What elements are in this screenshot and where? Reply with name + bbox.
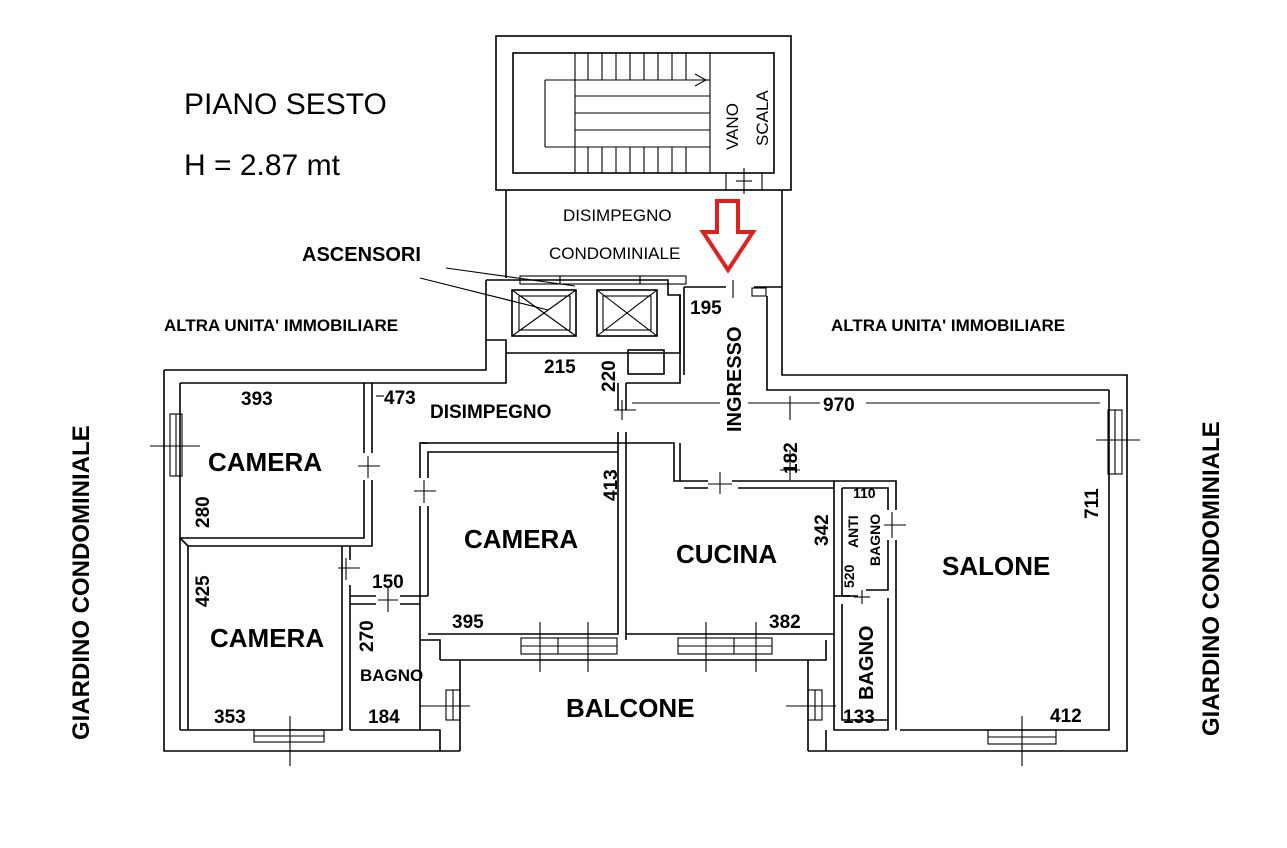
stairwell: VANO SCALA — [495, 35, 792, 194]
antibagno-label-2: BAGNO — [867, 514, 883, 566]
dimension-labels: 195 215 220 393 473 970 182 280 413 342 … — [193, 298, 1103, 728]
dim-382: 382 — [769, 612, 801, 633]
dim-150: 150 — [372, 572, 404, 593]
hallway-label-2: CONDOMINIALE — [549, 244, 680, 263]
elevators: ASCENSORI — [302, 244, 687, 375]
plan-title: PIANO SESTO — [184, 88, 387, 121]
dim-342: 342 — [812, 514, 833, 546]
dim-711: 711 — [1082, 488, 1103, 519]
dim-110: 110 — [853, 485, 876, 501]
elevators-label: ASCENSORI — [302, 244, 421, 266]
hallway-label-1: DISIMPEGNO — [563, 206, 672, 225]
dim-425: 425 — [193, 575, 214, 607]
plan-height: H = 2.87 mt — [184, 149, 341, 182]
entrance-label: INGRESSO — [724, 326, 746, 432]
room-bath-right: BAGNO — [856, 626, 878, 700]
dim-270: 270 — [357, 620, 378, 652]
dim-520: 520 — [841, 564, 857, 588]
dim-220: 220 — [599, 360, 620, 392]
stair-label-vano: VANO — [723, 103, 742, 150]
corridor-label: DISIMPEGNO — [430, 402, 551, 423]
dim-182: 182 — [781, 442, 802, 474]
antibagno-label-1: ANTI — [845, 515, 861, 548]
dim-195: 195 — [690, 298, 722, 319]
apartment-outline — [163, 280, 1128, 752]
garden-left-label: GIARDINO CONDOMINIALE — [68, 425, 95, 740]
dim-395: 395 — [452, 612, 484, 633]
room-camera-bottom-left: CAMERA — [210, 623, 324, 653]
entrance-arrow-icon — [699, 199, 757, 274]
dim-413: 413 — [601, 469, 622, 501]
condominium-hallway: DISIMPEGNO CONDOMINIALE — [505, 190, 783, 287]
dim-970: 970 — [823, 395, 855, 416]
dim-353: 353 — [214, 707, 246, 728]
room-camera-center: CAMERA — [464, 524, 578, 554]
room-living: SALONE — [942, 551, 1050, 581]
room-camera-top-left: CAMERA — [208, 447, 322, 477]
dim-133: 133 — [843, 707, 875, 728]
dim-412: 412 — [1050, 706, 1082, 727]
room-balcony: BALCONE — [566, 693, 695, 723]
garden-right-label: GIARDINO CONDOMINIALE — [1198, 421, 1225, 736]
dim-280: 280 — [193, 496, 214, 528]
other-unit-right-label: ALTRA UNITA' IMMOBILIARE — [831, 316, 1065, 335]
room-bath-left: BAGNO — [360, 666, 423, 685]
dim-473: 473 — [384, 388, 416, 409]
dim-215: 215 — [544, 357, 576, 378]
other-unit-left-label: ALTRA UNITA' IMMOBILIARE — [164, 316, 398, 335]
stair-label-scala: SCALA — [753, 90, 772, 146]
dim-184: 184 — [368, 707, 400, 728]
dim-393: 393 — [241, 389, 273, 410]
room-kitchen: CUCINA — [676, 539, 777, 569]
interior-walls — [179, 383, 897, 751]
windows-and-doors — [150, 395, 1140, 766]
